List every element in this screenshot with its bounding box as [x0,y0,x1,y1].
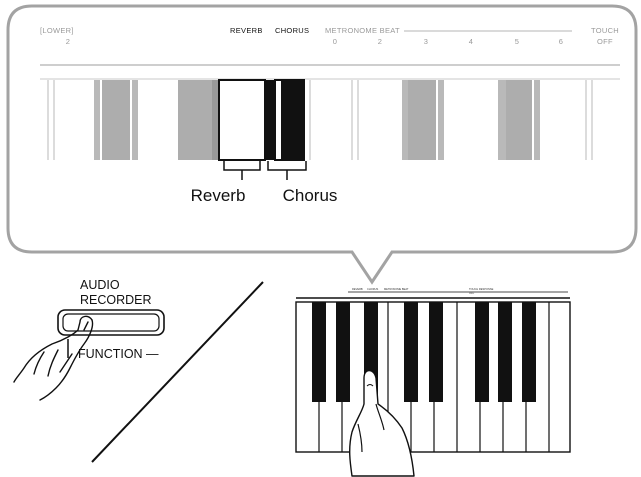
metronome-num-6: 6 [559,37,563,46]
hand-pressing-key [349,369,415,477]
metronome-num-3: 3 [424,37,428,46]
lower-label: [LOWER] [40,26,74,35]
reverb-key [218,79,266,161]
chorus-key-label: CHORUS [275,26,309,35]
metronome-num-4: 4 [469,37,473,46]
diagonal-separator [91,281,264,463]
touch-off-label: OFF [597,37,613,46]
lower-number: 2 [66,37,70,46]
metronome-num-0: 0 [333,37,337,46]
mini-keyboard [295,301,571,453]
metronome-beat-label: METRONOME BEAT [325,26,400,35]
metronome-num-2: 2 [378,37,382,46]
touch-label: TOUCH [591,26,619,35]
reverb-key-label: REVERB [230,26,263,35]
mini-touch-label: TOUCH RESPONSE [469,287,494,291]
chorus-caption: Chorus [283,186,338,205]
mini-metronome-label: METRONOME BEAT [384,287,409,291]
reverb-caption: Reverb [191,186,246,205]
recorder-label: RECORDER [80,293,152,307]
audio-recorder-button-inner [62,313,160,332]
metronome-num-5: 5 [515,37,519,46]
mini-off-label: OFF [469,291,475,295]
function-label: FUNCTION — [78,347,159,361]
audio-label: AUDIO [80,278,120,292]
mini-reverb-label: REVERB [352,287,363,291]
callout-bubble [6,4,638,285]
zoomed-keyboard [47,79,593,161]
mini-chorus-label: CHORUS [367,287,379,291]
hand-pressing-button [13,315,94,401]
chorus-black-key [265,80,275,160]
